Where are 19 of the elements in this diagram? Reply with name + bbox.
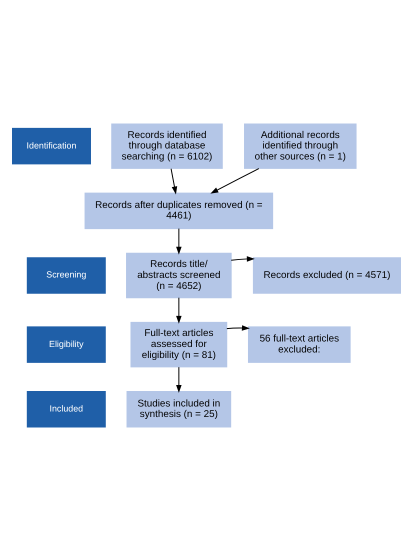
node-box: Full-text articles assessed for eligibility (n = 81) xyxy=(130,321,228,367)
node-box: Included xyxy=(26,390,106,428)
arrow xyxy=(176,366,182,392)
node-box: Records title/ abstracts screened (n = 4652) xyxy=(126,252,232,298)
node-box: Screening xyxy=(26,256,106,294)
node-box: Records identified through database searching (n = 6102) xyxy=(111,122,223,168)
arrow xyxy=(230,256,255,262)
node-box: Identification xyxy=(12,127,91,164)
arrow xyxy=(210,168,260,194)
node-box: 56 full-text articles excluded: xyxy=(248,326,351,362)
arrow xyxy=(170,168,178,194)
arrow xyxy=(226,324,250,330)
node-box: Studies included in synthesis (n = 25) xyxy=(126,390,232,428)
arrow xyxy=(176,296,182,324)
node-box: Records after duplicates removed (n = 4461) xyxy=(84,192,274,229)
node-box: Records excluded (n = 4571) xyxy=(252,256,401,294)
arrow xyxy=(176,228,182,254)
node-box: Additional records identified through other sources (n = 1) xyxy=(244,122,357,168)
node-box: Eligibility xyxy=(26,326,106,362)
